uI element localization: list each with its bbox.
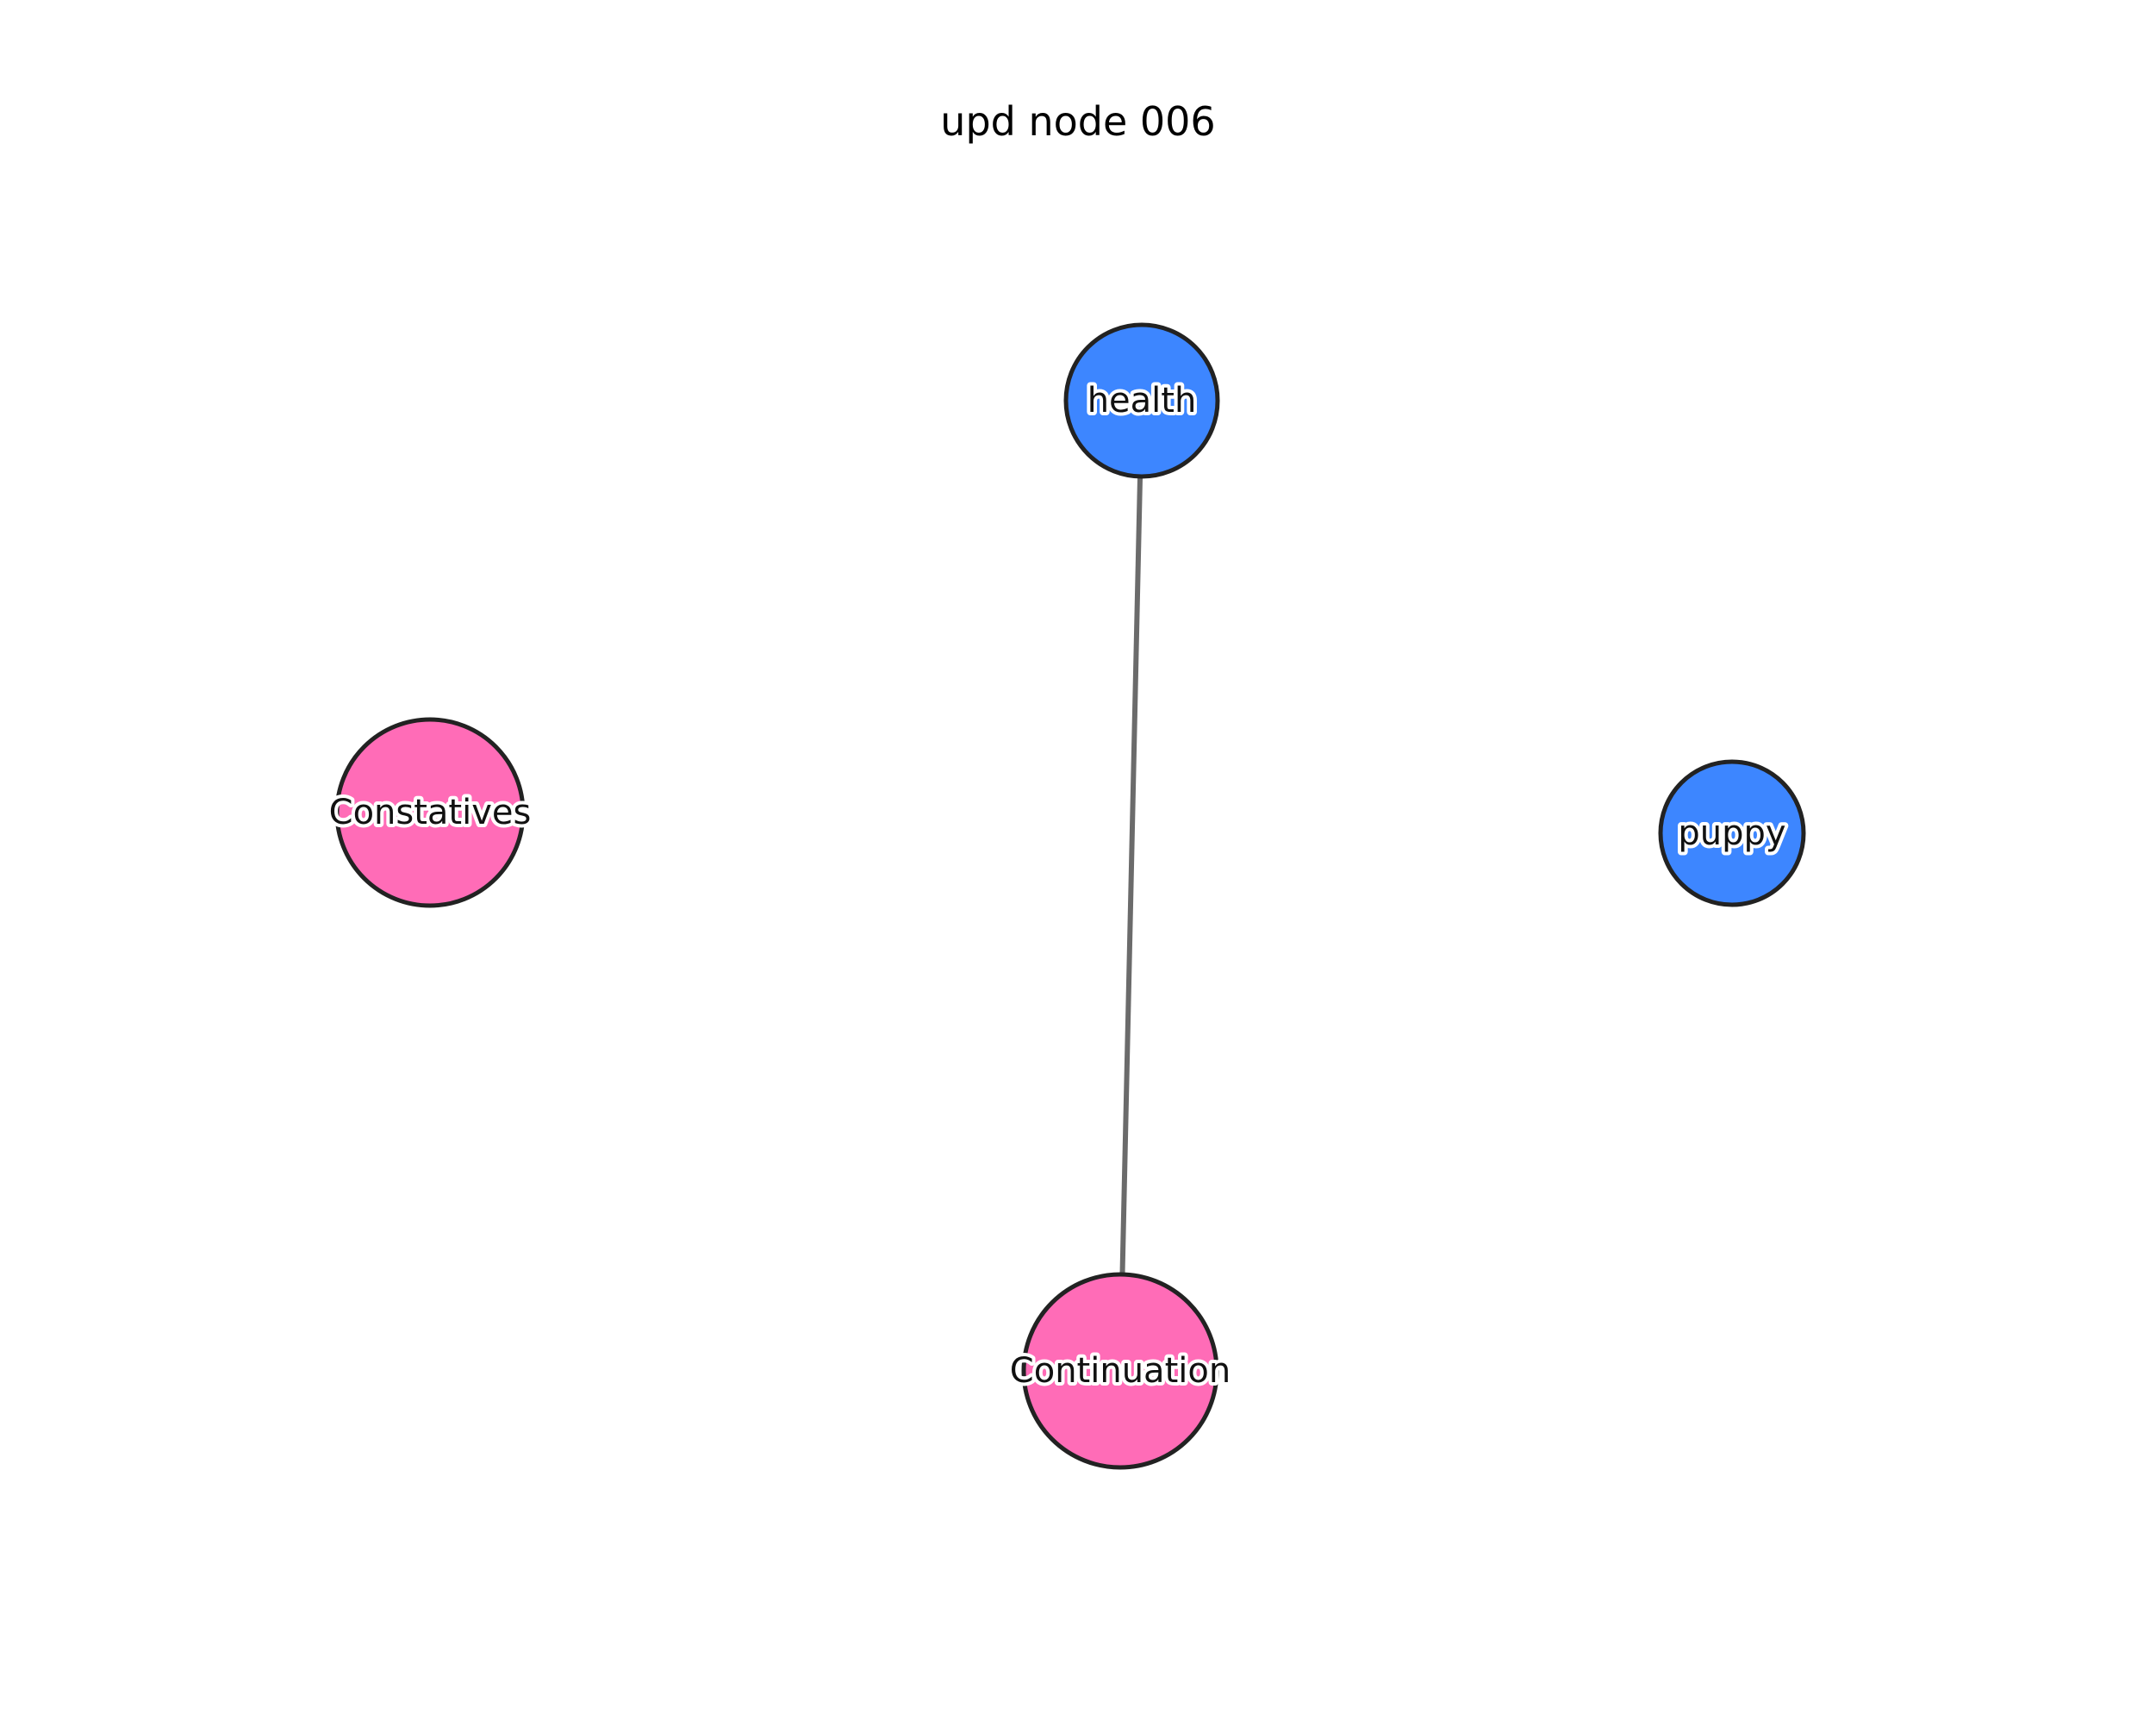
edges-layer: [1118, 400, 1144, 1372]
node-label-continuation: Continuation: [1010, 1351, 1231, 1391]
node-label-puppy: puppy: [1678, 813, 1785, 853]
node-circle-continuation[interactable]: [1021, 1272, 1219, 1470]
node-label-constatives: Constatives: [329, 793, 532, 832]
node-constatives[interactable]: Constatives: [326, 717, 534, 908]
node-label-health: health: [1087, 381, 1197, 420]
node-circle-constatives[interactable]: [334, 717, 526, 908]
node-continuation[interactable]: Continuation: [1006, 1272, 1234, 1470]
node-circle-puppy[interactable]: [1658, 759, 1806, 907]
edge-health-continuation: [1118, 400, 1144, 1372]
node-puppy[interactable]: puppy: [1658, 759, 1806, 907]
graph-title: upd node 006: [940, 98, 1215, 145]
node-circle-health[interactable]: [1063, 322, 1220, 479]
node-health[interactable]: health: [1063, 322, 1220, 479]
